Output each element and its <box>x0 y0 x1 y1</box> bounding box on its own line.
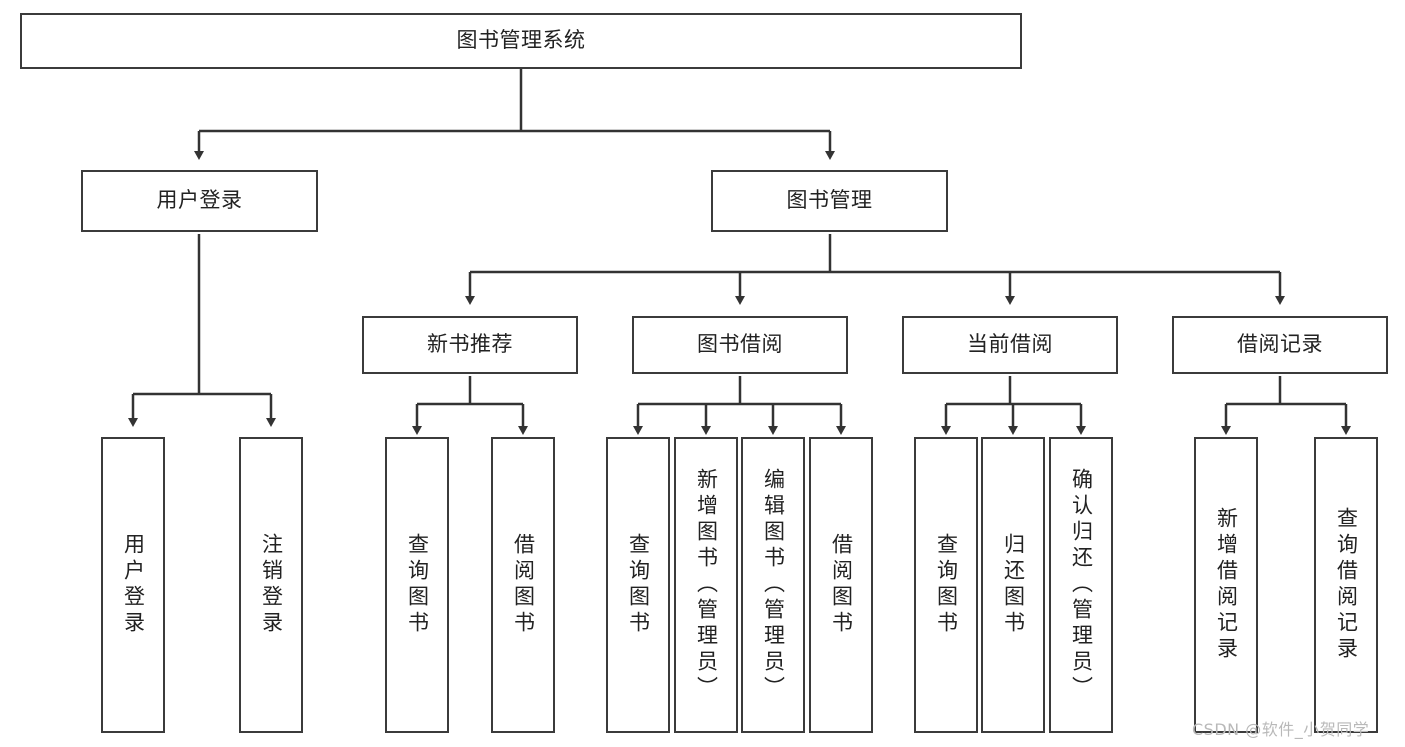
node-current-borrow[interactable]: 当前借阅 <box>902 316 1118 374</box>
leaf-edit-book[interactable]: 编辑图书（管理员） <box>741 437 805 733</box>
leaf-user-logout-label: 注销登录 <box>259 533 284 637</box>
leaf-return-book-label: 归还图书 <box>1001 533 1026 637</box>
leaf-user-login-label: 用户登录 <box>121 533 146 637</box>
node-new-book-recommend-label: 新书推荐 <box>427 332 513 357</box>
node-borrow-record-label: 借阅记录 <box>1237 332 1323 357</box>
node-current-borrow-label: 当前借阅 <box>967 332 1053 357</box>
leaf-query-book-3[interactable]: 查询图书 <box>914 437 978 733</box>
node-user-login[interactable]: 用户登录 <box>81 170 318 232</box>
leaf-confirm-return[interactable]: 确认归还（管理员） <box>1049 437 1113 733</box>
node-user-login-label: 用户登录 <box>156 188 243 213</box>
node-book-manage-label: 图书管理 <box>786 188 873 213</box>
leaf-user-login[interactable]: 用户登录 <box>101 437 165 733</box>
leaf-query-book-1[interactable]: 查询图书 <box>385 437 449 733</box>
leaf-add-record[interactable]: 新增借阅记录 <box>1194 437 1258 733</box>
node-book-borrow[interactable]: 图书借阅 <box>632 316 848 374</box>
node-new-book-recommend[interactable]: 新书推荐 <box>362 316 578 374</box>
leaf-return-book[interactable]: 归还图书 <box>981 437 1045 733</box>
leaf-borrow-book-1[interactable]: 借阅图书 <box>491 437 555 733</box>
leaf-query-book-3-label: 查询图书 <box>934 533 959 637</box>
node-book-borrow-label: 图书借阅 <box>697 332 783 357</box>
leaf-add-record-label: 新增借阅记录 <box>1214 507 1239 663</box>
leaf-query-book-2[interactable]: 查询图书 <box>606 437 670 733</box>
node-root[interactable]: 图书管理系统 <box>20 13 1022 69</box>
leaf-confirm-return-label: 确认归还（管理员） <box>1069 468 1094 702</box>
leaf-add-book[interactable]: 新增图书（管理员） <box>674 437 738 733</box>
leaf-user-logout[interactable]: 注销登录 <box>239 437 303 733</box>
leaf-query-book-1-label: 查询图书 <box>405 533 430 637</box>
watermark: CSDN @软件_小贺同学 <box>1192 720 1370 739</box>
node-book-manage[interactable]: 图书管理 <box>711 170 948 232</box>
leaf-query-record-label: 查询借阅记录 <box>1334 507 1359 663</box>
leaf-query-book-2-label: 查询图书 <box>626 533 651 637</box>
leaf-borrow-book-2-label: 借阅图书 <box>829 533 854 637</box>
leaf-borrow-book-2[interactable]: 借阅图书 <box>809 437 873 733</box>
node-borrow-record[interactable]: 借阅记录 <box>1172 316 1388 374</box>
leaf-edit-book-label: 编辑图书（管理员） <box>761 468 786 702</box>
leaf-query-record[interactable]: 查询借阅记录 <box>1314 437 1378 733</box>
leaf-borrow-book-1-label: 借阅图书 <box>511 533 536 637</box>
node-root-label: 图书管理系统 <box>456 28 586 53</box>
leaf-add-book-label: 新增图书（管理员） <box>694 468 719 702</box>
